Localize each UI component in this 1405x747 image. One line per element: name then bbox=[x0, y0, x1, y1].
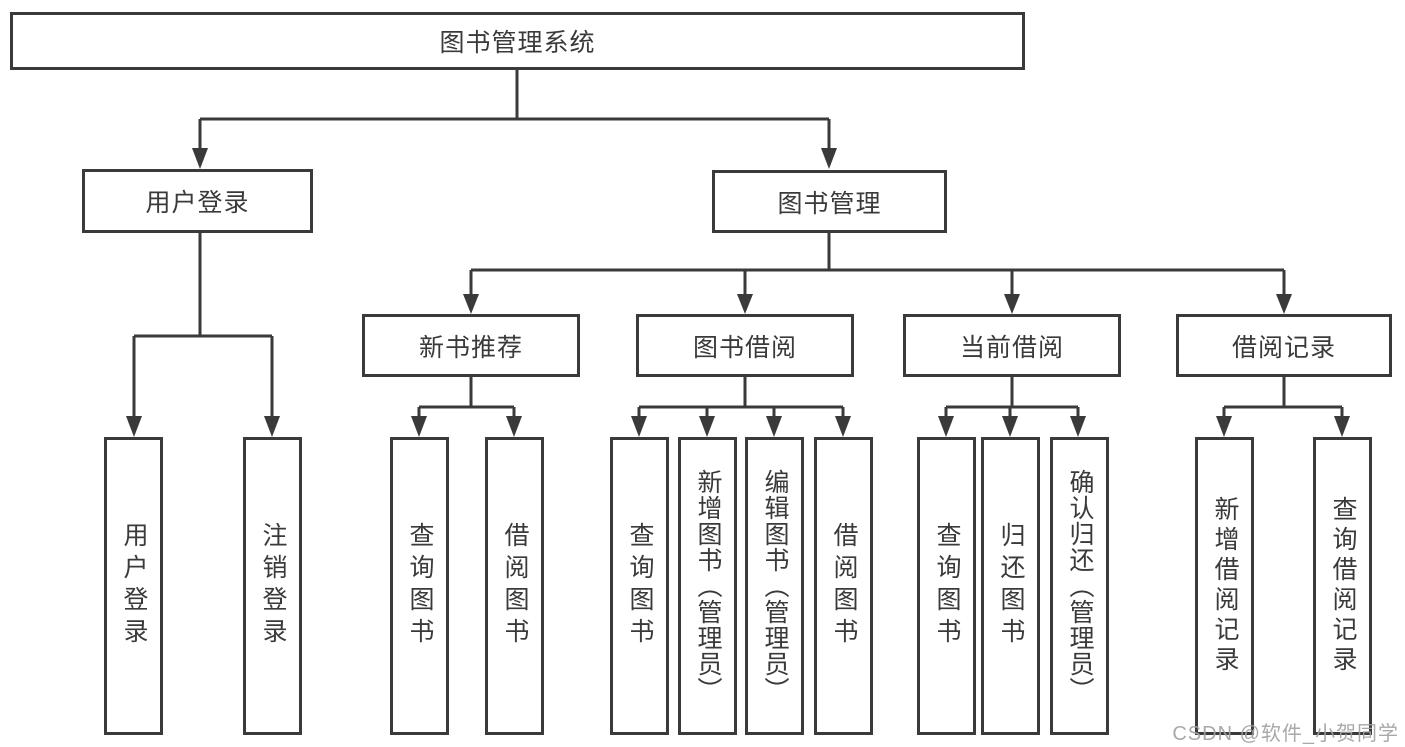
leaf-logout-login-label: 注销登录 bbox=[259, 522, 287, 650]
node-new-book-recommend-label: 新书推荐 bbox=[418, 333, 523, 362]
leaf-borrow-edit-books-admin: 编辑图书（管理员） bbox=[745, 437, 804, 735]
connector-root-to-level2 bbox=[198, 68, 831, 150]
leaf-recommend-query-books: 查询图书 bbox=[390, 437, 449, 735]
leaf-borrow-query-books: 查询图书 bbox=[610, 437, 669, 735]
leaf-borrow-borrow-books-label: 借阅图书 bbox=[830, 522, 858, 650]
connector-records bbox=[1222, 377, 1344, 418]
connector-current bbox=[944, 377, 1080, 418]
leaf-recommend-query-books-label: 查询图书 bbox=[406, 522, 434, 650]
node-new-book-recommend: 新书推荐 bbox=[362, 314, 580, 377]
node-book-borrow: 图书借阅 bbox=[636, 314, 854, 377]
node-book-management: 图书管理 bbox=[712, 170, 947, 233]
leaf-logout-login: 注销登录 bbox=[243, 437, 302, 735]
leaf-current-query-books-label: 查询图书 bbox=[933, 522, 961, 650]
node-library-system: 图书管理系统 bbox=[10, 12, 1025, 70]
leaf-current-confirm-return-admin-label: 确认归还（管理员） bbox=[1066, 469, 1094, 703]
connector-user-branch bbox=[132, 233, 274, 418]
leaf-borrow-edit-books-admin-label: 编辑图书（管理员） bbox=[761, 469, 789, 703]
node-user-login: 用户登录 bbox=[82, 169, 313, 233]
leaf-user-login-label: 用户登录 bbox=[120, 522, 148, 650]
leaf-borrow-add-books-admin: 新增图书（管理员） bbox=[678, 437, 737, 735]
leaf-borrow-query-books-label: 查询图书 bbox=[626, 522, 654, 650]
node-user-login-label: 用户登录 bbox=[145, 189, 250, 217]
leaf-records-query-record: 查询借阅记录 bbox=[1313, 437, 1372, 735]
leaf-records-query-record-label: 查询借阅记录 bbox=[1329, 496, 1357, 676]
node-borrow-records: 借阅记录 bbox=[1176, 314, 1392, 377]
leaf-current-return-books-label: 归还图书 bbox=[997, 522, 1025, 650]
leaf-records-add-record-label: 新增借阅记录 bbox=[1211, 496, 1239, 676]
node-current-borrow: 当前借阅 bbox=[903, 314, 1121, 377]
connector-book-to-level3 bbox=[469, 233, 1286, 296]
connector-recommend bbox=[417, 377, 516, 418]
leaf-records-add-record: 新增借阅记录 bbox=[1195, 437, 1254, 735]
node-borrow-records-label: 借阅记录 bbox=[1231, 333, 1336, 362]
csdn-watermark: CSDN @软件_小贺同学 bbox=[1172, 723, 1399, 745]
connector-borrow bbox=[637, 377, 845, 418]
leaf-recommend-borrow-books-label: 借阅图书 bbox=[501, 522, 529, 650]
node-book-management-label: 图书管理 bbox=[777, 189, 882, 218]
leaf-current-confirm-return-admin: 确认归还（管理员） bbox=[1050, 437, 1109, 735]
leaf-recommend-borrow-books: 借阅图书 bbox=[485, 437, 544, 735]
leaf-borrow-borrow-books: 借阅图书 bbox=[814, 437, 873, 735]
leaf-user-login: 用户登录 bbox=[104, 437, 163, 735]
leaf-current-return-books: 归还图书 bbox=[981, 437, 1040, 735]
node-current-borrow-label: 当前借阅 bbox=[959, 333, 1064, 362]
leaf-current-query-books: 查询图书 bbox=[917, 437, 976, 735]
leaf-borrow-add-books-admin-label: 新增图书（管理员） bbox=[694, 469, 722, 703]
node-library-system-label: 图书管理系统 bbox=[439, 29, 596, 57]
node-book-borrow-label: 图书借阅 bbox=[692, 333, 797, 362]
